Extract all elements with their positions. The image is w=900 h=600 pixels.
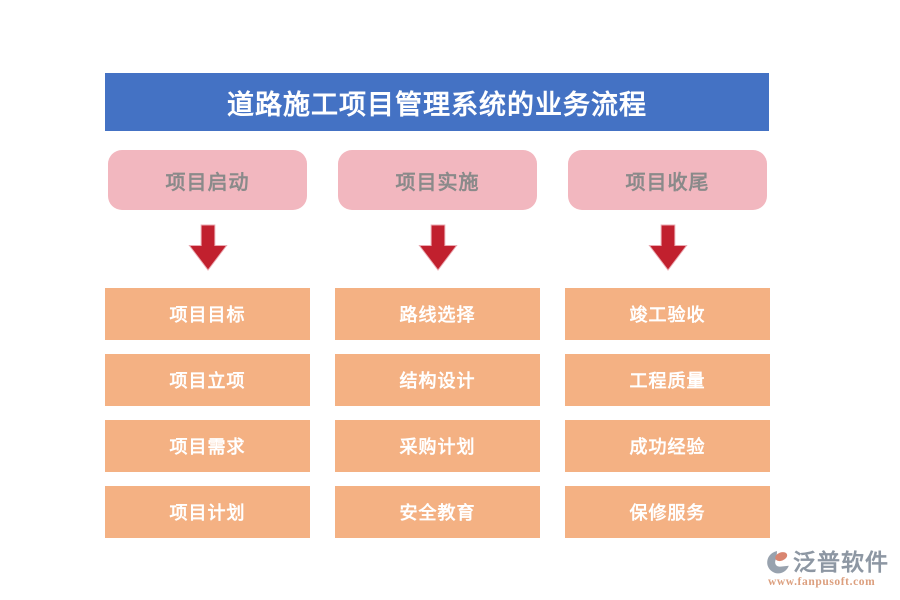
step-label-1-4: 项目计划: [169, 503, 246, 523]
phase-column-2: 项目实施 路线选择 结构设计 采购计划 安全教育: [335, 150, 540, 538]
step-label-2-4: 安全教育: [399, 503, 476, 523]
step-label-3-4: 保修服务: [629, 503, 706, 523]
step-label-3-3: 成功经验: [629, 437, 706, 457]
brand-url: www.fanpusoft.com: [768, 576, 876, 588]
page-title: 道路施工项目管理系统的业务流程: [227, 89, 647, 120]
phase-box-2: 项目实施: [338, 150, 537, 210]
phase-column-1: 项目启动 项目目标 项目立项 项目需求 项目计划: [105, 150, 310, 538]
down-arrow-icon: [417, 224, 458, 271]
step-label-1-2: 项目立项: [169, 371, 246, 391]
step-box-2-2: 结构设计: [335, 354, 540, 406]
step-label-1-3: 项目需求: [169, 437, 246, 457]
step-box-2-3: 采购计划: [335, 420, 540, 472]
step-label-2-2: 结构设计: [399, 371, 476, 391]
phase-label-2: 项目实施: [395, 171, 480, 194]
phase-box-3: 项目收尾: [568, 150, 767, 210]
step-box-3-1: 竣工验收: [565, 288, 770, 340]
phase-box-1: 项目启动: [108, 150, 307, 210]
phase-label-3: 项目收尾: [625, 171, 710, 194]
phase-column-3: 项目收尾 竣工验收 工程质量 成功经验 保修服务: [565, 150, 770, 538]
step-label-2-1: 路线选择: [399, 305, 476, 325]
step-box-2-1: 路线选择: [335, 288, 540, 340]
step-box-3-4: 保修服务: [565, 486, 770, 538]
step-label-1-1: 项目目标: [169, 305, 246, 325]
step-box-3-2: 工程质量: [565, 354, 770, 406]
page-title-banner: 道路施工项目管理系统的业务流程: [105, 73, 769, 131]
step-box-3-3: 成功经验: [565, 420, 770, 472]
step-box-1-3: 项目需求: [105, 420, 310, 472]
step-box-1-1: 项目目标: [105, 288, 310, 340]
brand-watermark: 泛普软件 www.fanpusoft.com: [765, 549, 889, 588]
down-arrow-icon: [647, 224, 688, 271]
down-arrow-icon: [187, 224, 228, 271]
step-label-3-2: 工程质量: [629, 371, 706, 391]
fanpu-logo-icon: [767, 551, 789, 574]
step-box-2-4: 安全教育: [335, 486, 540, 538]
step-label-2-3: 采购计划: [399, 437, 476, 457]
brand-name: 泛普软件: [793, 549, 889, 575]
phase-label-1: 项目启动: [165, 171, 250, 194]
step-label-3-1: 竣工验收: [629, 305, 706, 325]
step-box-1-2: 项目立项: [105, 354, 310, 406]
brand-row: 泛普软件: [765, 549, 889, 575]
step-box-1-4: 项目计划: [105, 486, 310, 538]
